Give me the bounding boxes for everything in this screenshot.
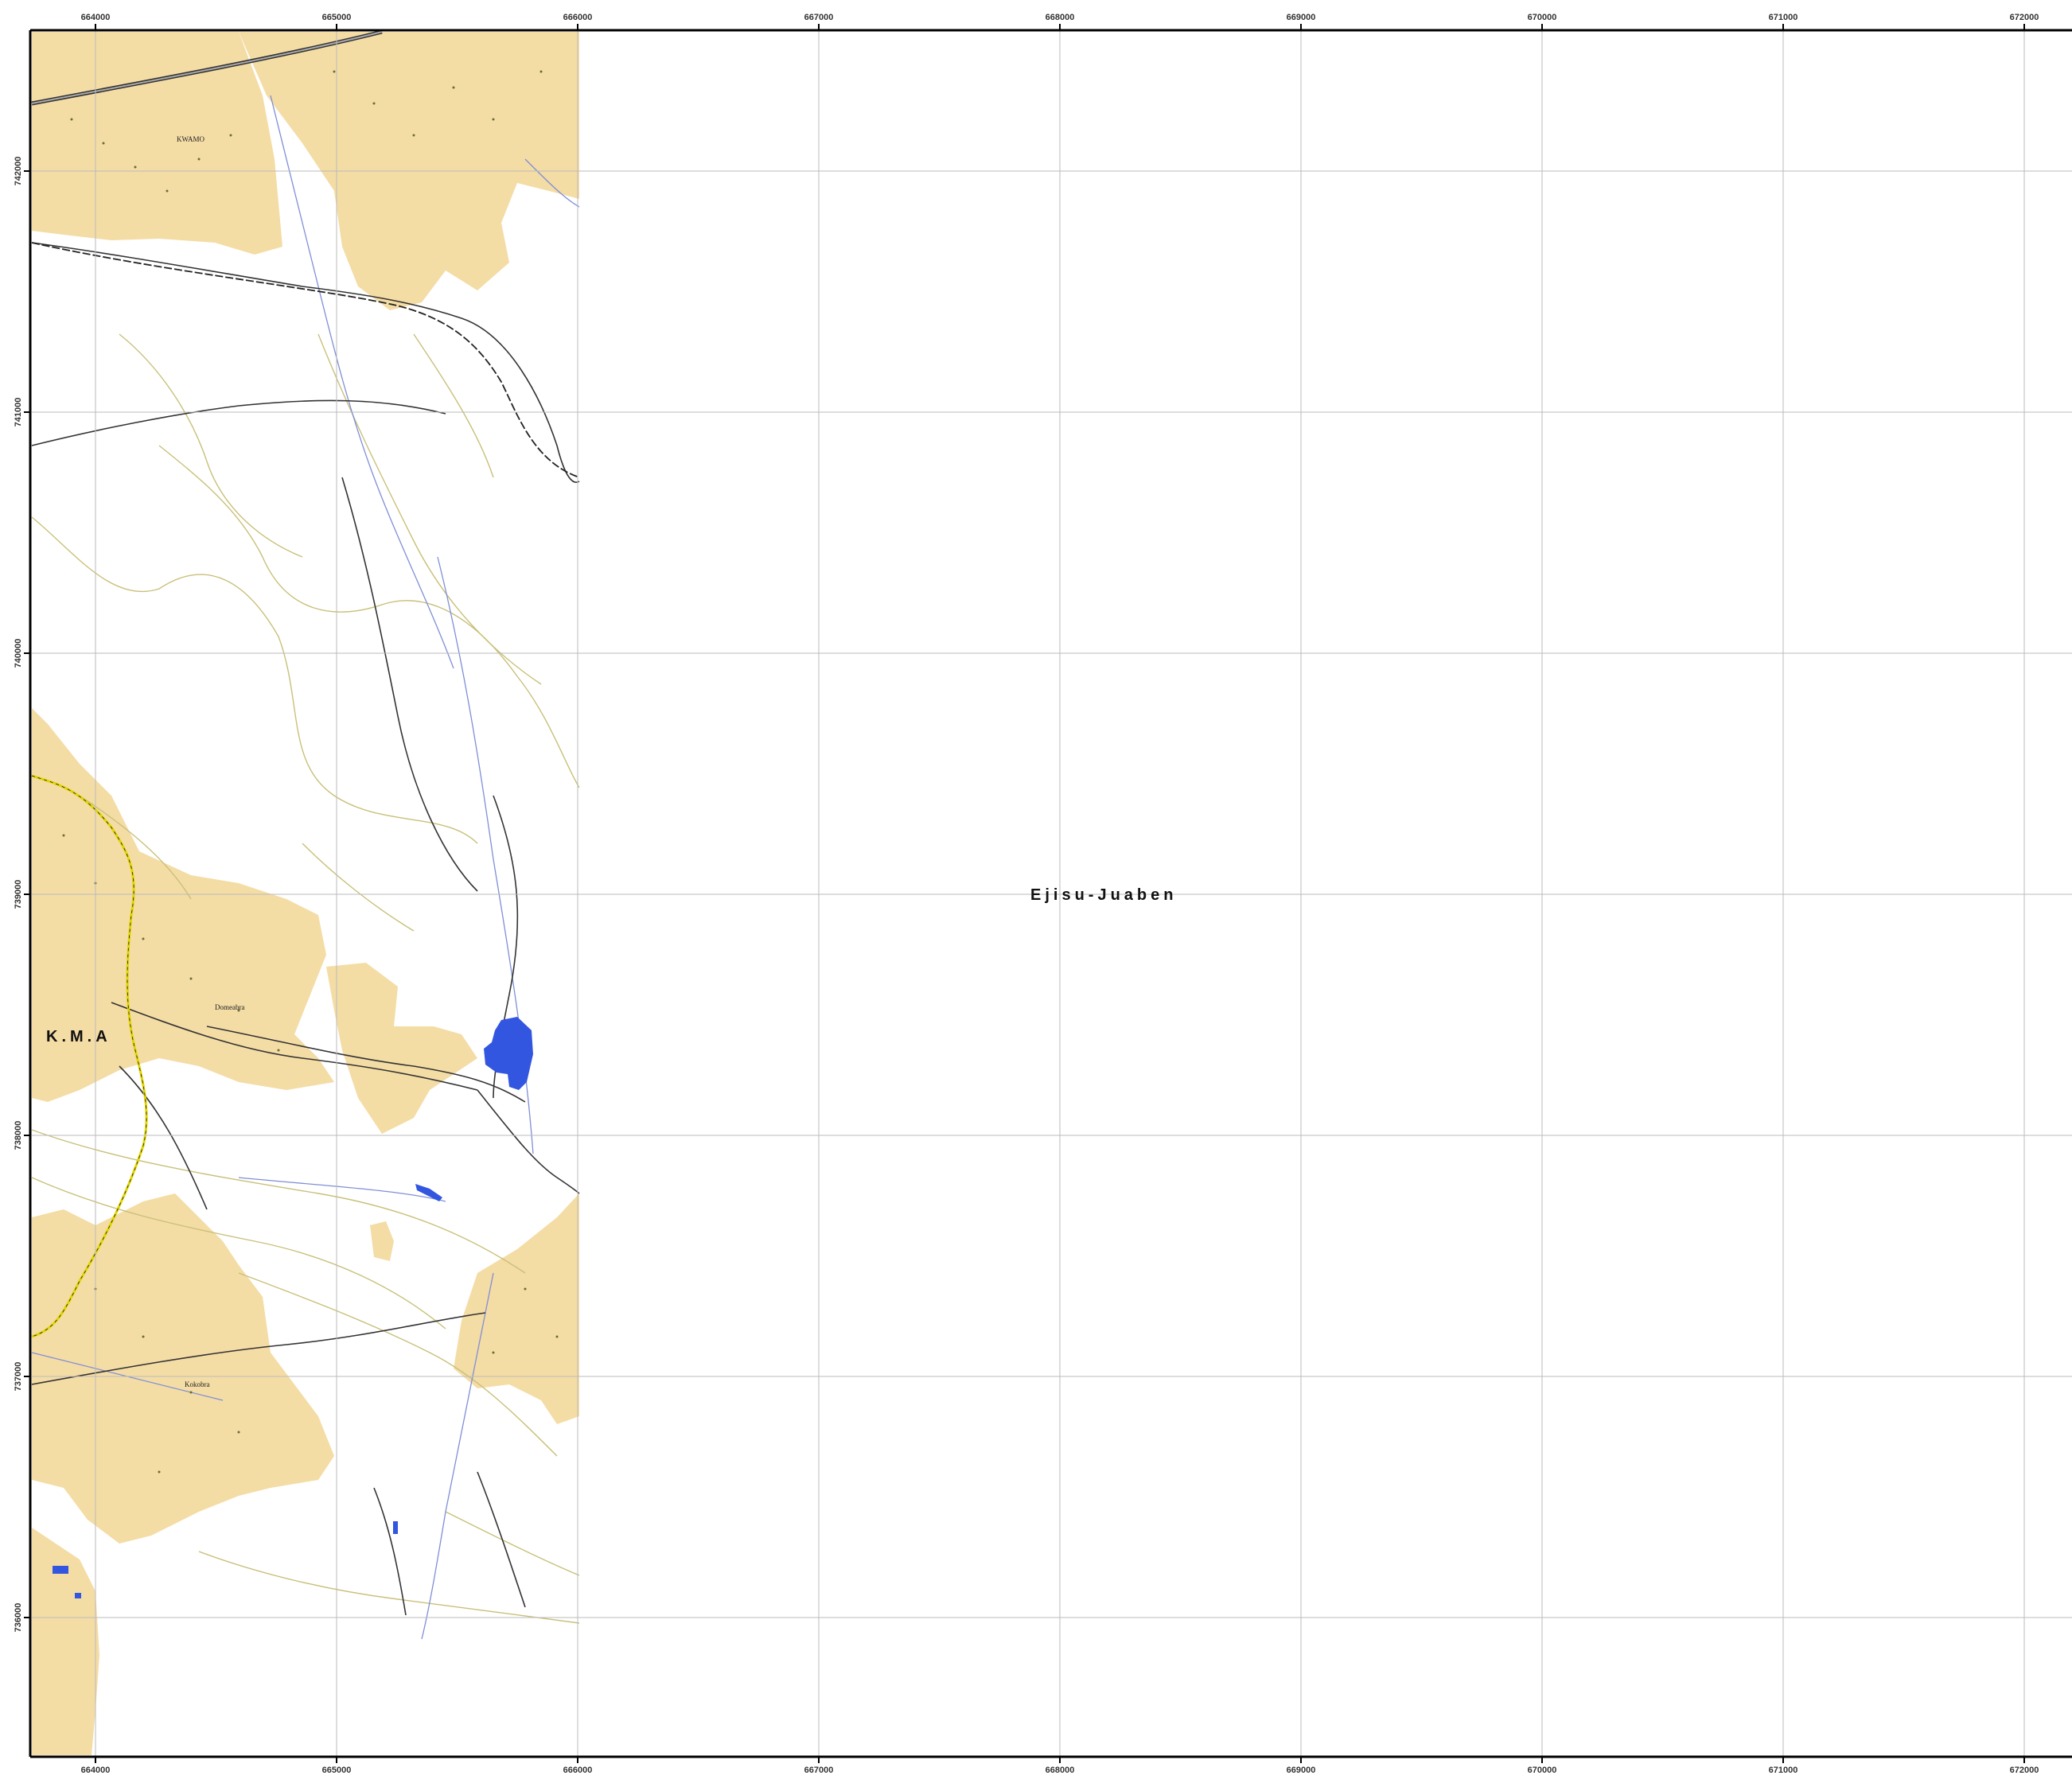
grid-lines	[32, 30, 2072, 1757]
bottom-x-label: 668000	[1046, 1766, 1075, 1775]
bottom-x-label: 667000	[804, 1766, 834, 1775]
top-x-label: 664000	[81, 13, 111, 22]
left-y-label: 739000	[14, 880, 23, 909]
top-x-label: 672000	[2010, 13, 2039, 22]
top-x-label: 670000	[1528, 13, 1557, 22]
left-y-label: 738000	[14, 1121, 23, 1150]
left-y-label: 742000	[14, 157, 23, 186]
bottom-x-label: 670000	[1528, 1766, 1557, 1775]
water-small-2[interactable]	[53, 1566, 68, 1574]
top-x-label: 667000	[804, 13, 834, 22]
region-label-ejisu-juaben: Ejisu-Juaben	[1030, 886, 1177, 904]
left-coordinate-labels: 742000 741000 740000 739000 738000 73700…	[14, 157, 23, 1633]
bottom-x-label: 671000	[1769, 1766, 1798, 1775]
place-label-kokobra: Kokobra	[185, 1380, 210, 1388]
major-road-fill	[31, 31, 383, 104]
map-background	[32, 30, 2072, 1757]
water-reservoir[interactable]	[484, 1017, 533, 1090]
left-y-label: 741000	[14, 398, 23, 427]
left-y-label: 740000	[14, 639, 23, 668]
top-x-label: 668000	[1046, 13, 1075, 22]
top-coordinate-labels: 664000 665000 666000 667000 668000 66900…	[81, 13, 2039, 22]
top-x-label: 669000	[1287, 13, 1316, 22]
railway	[31, 242, 580, 478]
settlement-kwamo	[32, 32, 282, 255]
top-x-label: 665000	[322, 13, 352, 22]
region-label-kma: K.M.A	[46, 1028, 111, 1045]
settlement-kokobra	[32, 1193, 334, 1544]
bottom-coordinate-labels: 664000 665000 666000 667000 668000 66900…	[81, 1766, 2039, 1775]
contour-lines	[31, 333, 580, 1624]
left-y-label: 736000	[14, 1603, 23, 1633]
bottom-x-label: 669000	[1287, 1766, 1316, 1775]
water-small-3[interactable]	[75, 1593, 81, 1598]
place-label-kwamo: KWAMO	[177, 135, 204, 143]
water-pond[interactable]	[415, 1184, 442, 1201]
tick-marks	[24, 24, 2025, 1763]
bottom-x-label: 672000	[2010, 1766, 2039, 1775]
district-boundary-outline	[31, 775, 147, 1337]
bottom-x-label: 665000	[322, 1766, 352, 1775]
bottom-x-label: 664000	[81, 1766, 111, 1775]
mapped-area	[31, 29, 580, 1755]
building-texture	[62, 70, 559, 1474]
settlement-east	[454, 1193, 579, 1424]
bottom-x-label: 666000	[563, 1766, 593, 1775]
settlement-small	[370, 1221, 394, 1261]
top-x-label: 671000	[1769, 13, 1798, 22]
place-label-domeabra: Domeabra	[215, 1003, 244, 1011]
left-y-label: 737000	[14, 1362, 23, 1392]
settlement-south	[32, 1528, 99, 1755]
settlement-domeabra	[32, 708, 334, 1102]
settlement-central	[326, 963, 477, 1134]
water-small-1[interactable]	[393, 1521, 398, 1534]
top-x-label: 666000	[563, 13, 593, 22]
